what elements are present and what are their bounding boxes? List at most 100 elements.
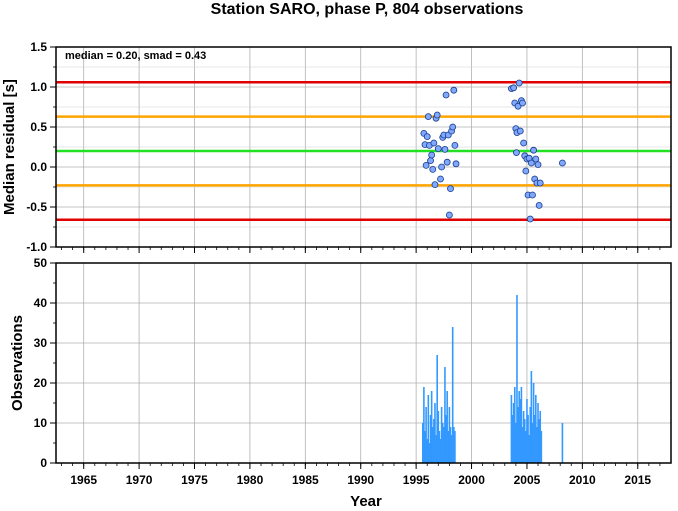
- x-tick-label: 1985: [292, 473, 319, 487]
- observation-bar: [450, 435, 453, 463]
- observation-bar: [523, 419, 526, 463]
- observation-bar: [430, 391, 433, 463]
- y-tick-label: 30: [34, 336, 48, 350]
- y-tick-label: -1.0: [26, 240, 47, 254]
- observation-bar: [517, 407, 519, 463]
- observation-bar: [454, 431, 456, 463]
- x-tick-label: 1975: [181, 473, 208, 487]
- observation-bar: [561, 423, 564, 463]
- residual-point: [535, 201, 543, 209]
- x-tick-label: 1990: [347, 473, 374, 487]
- y-tick-label: 1.5: [30, 40, 47, 54]
- observation-bar: [528, 435, 530, 463]
- observation-bar: [522, 411, 525, 463]
- observation-bar: [511, 415, 514, 463]
- observation-bar: [539, 411, 542, 463]
- observation-bar: [513, 387, 516, 463]
- observation-bar: [529, 407, 532, 463]
- observation-bar: [540, 431, 543, 463]
- observation-bar: [440, 407, 443, 463]
- observation-bar: [532, 383, 535, 463]
- observation-bars: [421, 295, 564, 463]
- observation-bar: [537, 403, 539, 463]
- observation-bar: [434, 403, 436, 463]
- observation-bar: [521, 427, 524, 463]
- y-tick-label: 10: [34, 416, 48, 430]
- residual-points: [420, 79, 566, 223]
- residual-point: [532, 155, 540, 163]
- residual-point: [449, 123, 457, 131]
- y-tick-label: 40: [34, 296, 48, 310]
- x-tick-label: 2005: [514, 473, 541, 487]
- observation-bar: [428, 443, 431, 463]
- observation-bar: [446, 391, 448, 463]
- residual-point: [427, 157, 434, 165]
- residual-point: [434, 145, 442, 153]
- residual-point: [443, 158, 451, 166]
- residual-point: [437, 175, 444, 183]
- y-tick-label: 0.0: [30, 160, 47, 174]
- observation-bar: [441, 423, 444, 463]
- residual-point: [428, 151, 436, 159]
- observation-bar: [451, 327, 454, 463]
- residual-point: [451, 141, 459, 149]
- residual-point: [522, 167, 530, 175]
- observation-bar: [525, 431, 527, 463]
- observation-bar: [427, 395, 430, 463]
- residual-point: [433, 111, 441, 119]
- observation-bar: [426, 439, 429, 463]
- x-tick-label: 1965: [70, 473, 97, 487]
- observation-bar: [538, 419, 540, 463]
- residual-point: [424, 113, 432, 120]
- residual-point: [526, 215, 534, 223]
- observation-bar: [519, 399, 522, 463]
- observation-bar: [533, 415, 536, 463]
- residual-point: [422, 161, 430, 169]
- y-tick-label: 1.0: [30, 80, 47, 94]
- observation-bar: [447, 431, 450, 463]
- observation-bar: [535, 395, 537, 463]
- residual-y-axis-label: Median residual [s]: [1, 79, 18, 215]
- observation-bar: [429, 415, 432, 463]
- residual-point: [442, 91, 450, 99]
- y-tick-label: 20: [34, 376, 48, 390]
- residual-point: [430, 139, 438, 147]
- y-tick-label: -0.5: [26, 200, 47, 214]
- observation-bar: [431, 427, 434, 463]
- observations-plot-area: [56, 263, 671, 463]
- y-tick-label: 50: [34, 256, 48, 270]
- residual-point: [431, 181, 439, 189]
- observation-bar: [515, 423, 517, 463]
- observation-bar: [531, 423, 534, 463]
- observation-bar: [449, 427, 452, 463]
- reference-lines: [56, 80, 671, 222]
- residual-point: [534, 161, 542, 169]
- residual-point: [559, 159, 566, 167]
- residual-x-ticks: [61, 247, 661, 253]
- residual-point: [447, 185, 454, 193]
- observation-bar: [527, 415, 529, 463]
- residual-point: [520, 139, 528, 147]
- residual-point: [527, 159, 535, 167]
- x-tick-label: 2015: [624, 473, 651, 487]
- observation-bar: [425, 407, 427, 463]
- residual-point: [519, 99, 526, 107]
- observation-bar: [448, 407, 451, 463]
- residual-point: [515, 79, 523, 87]
- residual-point: [452, 160, 460, 168]
- observation-bar: [439, 439, 442, 463]
- observation-bar: [435, 435, 437, 463]
- residual-panel: -1.0-0.50.00.51.01.5 median = 0.20, smad…: [1, 40, 672, 254]
- residual-point: [441, 145, 449, 153]
- y-tick-label: 0: [40, 456, 47, 470]
- x-tick-label: 1995: [403, 473, 430, 487]
- observation-bar: [445, 415, 447, 463]
- residual-point: [530, 146, 537, 154]
- residual-point: [536, 179, 544, 187]
- observation-bar: [530, 371, 533, 463]
- x-axis-label: Year: [350, 493, 382, 510]
- observation-bar: [520, 387, 523, 463]
